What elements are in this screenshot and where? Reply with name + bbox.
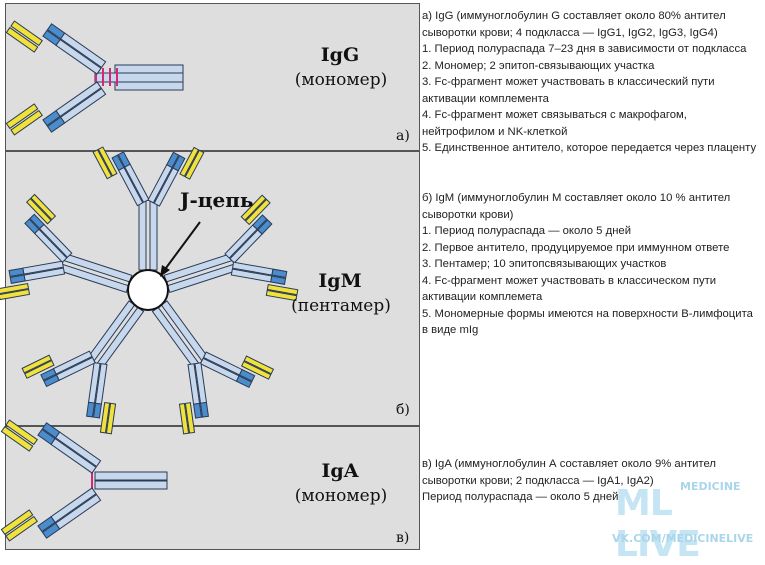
igg-stem bbox=[94, 64, 184, 91]
igm-item-1: 1. Период полураспада — около 5 дней bbox=[422, 225, 632, 237]
igm-description: б) IgM (иммуноглобулин М составляет окол… bbox=[422, 190, 760, 360]
igm-item-5: 5. Мономерные формы имеются на поверхнос… bbox=[422, 307, 753, 337]
igg-letter: а) bbox=[396, 128, 410, 144]
igg-description-header: а) IgG (иммуноглобулин G составляет окол… bbox=[422, 10, 726, 39]
igg-item-5: 5. Единственное антитело, которое переда… bbox=[422, 142, 757, 154]
igm-monomer-3 bbox=[151, 300, 275, 435]
igm-monomer-5 bbox=[0, 193, 133, 301]
watermark-logo: ML LIVE bbox=[615, 483, 701, 565]
igg-arm-upper bbox=[5, 20, 107, 75]
watermark-url: VK.COM/MEDICINELIVE bbox=[612, 532, 754, 545]
igg-description: а) IgG (иммуноглобулин G составляет окол… bbox=[422, 8, 760, 158]
igm-letter: б) bbox=[396, 402, 410, 418]
igm-item-4: 4. Fc-фрагмент может участвовать в класс… bbox=[422, 274, 717, 304]
j-chain-label: J-цепь bbox=[180, 188, 254, 212]
iga-arm-lower bbox=[0, 487, 102, 542]
igg-title: IgG bbox=[320, 44, 360, 66]
watermark-top-text: MEDICINE bbox=[680, 480, 741, 493]
j-chain-arrow bbox=[162, 221, 201, 273]
igm-monomer-4 bbox=[21, 300, 145, 435]
igm-subtitle: (пентамер) bbox=[291, 296, 391, 316]
igm-item-3: 3. Пентамер; 10 эпитопсвязывающих участк… bbox=[422, 258, 667, 270]
igg-item-4: 4. Fc-фрагмент может связываться с макро… bbox=[422, 109, 687, 138]
igg-subtitle: (мономер) bbox=[294, 70, 388, 90]
igg-arm-lower bbox=[5, 81, 107, 136]
iga-subtitle: (мономер) bbox=[294, 486, 388, 506]
iga-item-1: Период полураспада — около 5 дней bbox=[422, 491, 619, 503]
iga-description: в) IgA (иммуноглобулин А составляет окол… bbox=[422, 456, 760, 516]
igg-item-1: 1. Период полураспада 7–23 дня в зависим… bbox=[422, 43, 747, 55]
igm-item-2: 2. Первое антитело, продуцируемое при им… bbox=[422, 241, 730, 254]
igm-description-header: б) IgM (иммуноглобулин М составляет окол… bbox=[422, 192, 731, 221]
igm-monomer-2 bbox=[163, 194, 299, 302]
panel-igm bbox=[5, 151, 420, 426]
iga-arm-upper bbox=[0, 419, 102, 474]
igg-item-3: 3. Fc-фрагмент может участвовать в класс… bbox=[422, 76, 715, 105]
iga-letter: в) bbox=[396, 530, 410, 546]
igg-item-2: 2. Мономер; 2 эпитоп-связывающих участка bbox=[422, 59, 655, 72]
igg-monomer bbox=[5, 20, 184, 136]
j-chain-circle bbox=[127, 269, 169, 311]
igm-monomer-1 bbox=[92, 146, 205, 271]
igm-pentamer bbox=[0, 146, 299, 435]
igm-title: IgM bbox=[318, 270, 362, 292]
panel-igg bbox=[5, 3, 420, 151]
iga-title: IgA bbox=[321, 460, 359, 482]
iga-monomer bbox=[0, 419, 168, 542]
iga-description-header: в) IgA (иммуноглобулин А составляет окол… bbox=[422, 458, 716, 487]
